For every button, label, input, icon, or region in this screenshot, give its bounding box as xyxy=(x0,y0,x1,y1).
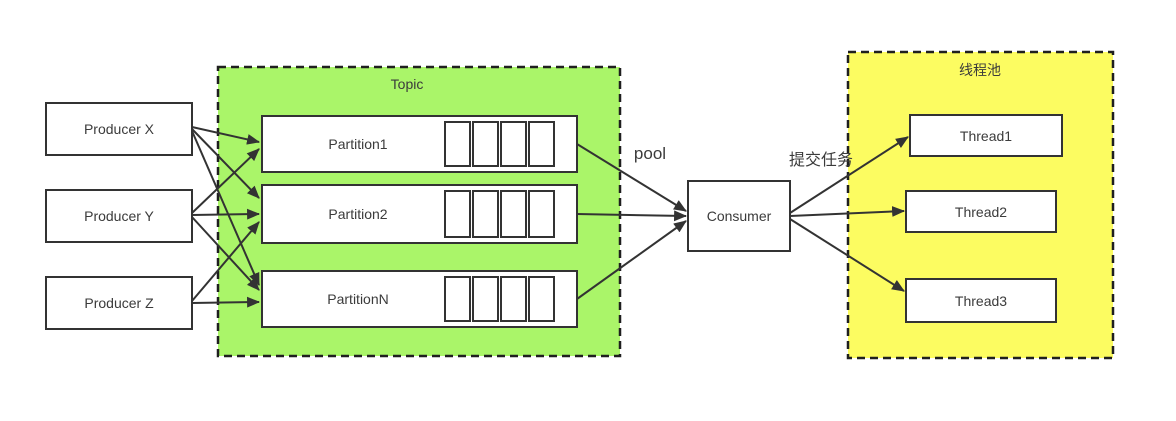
producer-x-box xyxy=(45,102,193,156)
producer-x-label: Producer X xyxy=(84,121,155,137)
arrow-consumer-thread1 xyxy=(789,136,909,214)
arrow-producerY-partition2 xyxy=(191,208,261,220)
thread3-label: Thread3 xyxy=(955,293,1007,309)
arrow-producerZ-partition2 xyxy=(191,221,260,302)
partition1-label: Partition1 xyxy=(328,136,387,152)
thread2-label: Thread2 xyxy=(955,204,1007,220)
queue-cell xyxy=(500,276,527,322)
queue-cell xyxy=(444,190,471,238)
arrow-producerX-partition1 xyxy=(191,126,261,145)
queue-cell xyxy=(528,276,555,322)
arrow-producerZ-partitionN xyxy=(191,296,261,308)
queue-cell xyxy=(500,121,527,167)
consumer-box xyxy=(687,180,791,252)
thread2-box xyxy=(905,190,1057,233)
submit-task-edge-label: 提交任务 xyxy=(789,151,853,169)
topic-zone-label: Topic xyxy=(391,76,424,92)
thread-pool-zone-label: 线程池 xyxy=(959,62,1001,78)
producer-y-box xyxy=(45,189,193,243)
arrow-partition2-consumer xyxy=(576,210,688,222)
queue-cell xyxy=(528,121,555,167)
pool-edge-label: pool xyxy=(634,144,666,163)
arrow-partitionN-consumer xyxy=(576,220,687,300)
arrow-producerX-partition2 xyxy=(191,128,260,199)
partition2-queue-icon xyxy=(444,190,555,238)
queue-cell xyxy=(472,276,499,322)
partition1-queue-icon xyxy=(444,121,555,167)
producer-z-label: Producer Z xyxy=(84,295,154,311)
partitionN-queue-icon xyxy=(444,276,555,322)
consumer-label: Consumer xyxy=(707,208,772,224)
thread3-box xyxy=(905,278,1057,323)
queue-cell xyxy=(444,121,471,167)
arrow-producerY-partitionN xyxy=(191,216,260,291)
partitionN-label: PartitionN xyxy=(327,291,388,307)
queue-cell xyxy=(528,190,555,238)
queue-cell xyxy=(472,190,499,238)
queue-cell xyxy=(444,276,471,322)
producer-y-label: Producer Y xyxy=(84,208,154,224)
arrow-partition1-consumer xyxy=(576,143,687,212)
thread1-box xyxy=(909,114,1063,157)
producer-z-box xyxy=(45,276,193,330)
arrow-consumer-thread2 xyxy=(789,206,906,217)
arrow-producerY-partition1 xyxy=(191,148,260,214)
queue-cell xyxy=(500,190,527,238)
arrow-consumer-thread3 xyxy=(789,218,905,292)
partition2-label: Partition2 xyxy=(328,206,387,222)
arrow-producerX-partitionN xyxy=(191,130,260,286)
queue-cell xyxy=(472,121,499,167)
thread1-label: Thread1 xyxy=(960,128,1012,144)
